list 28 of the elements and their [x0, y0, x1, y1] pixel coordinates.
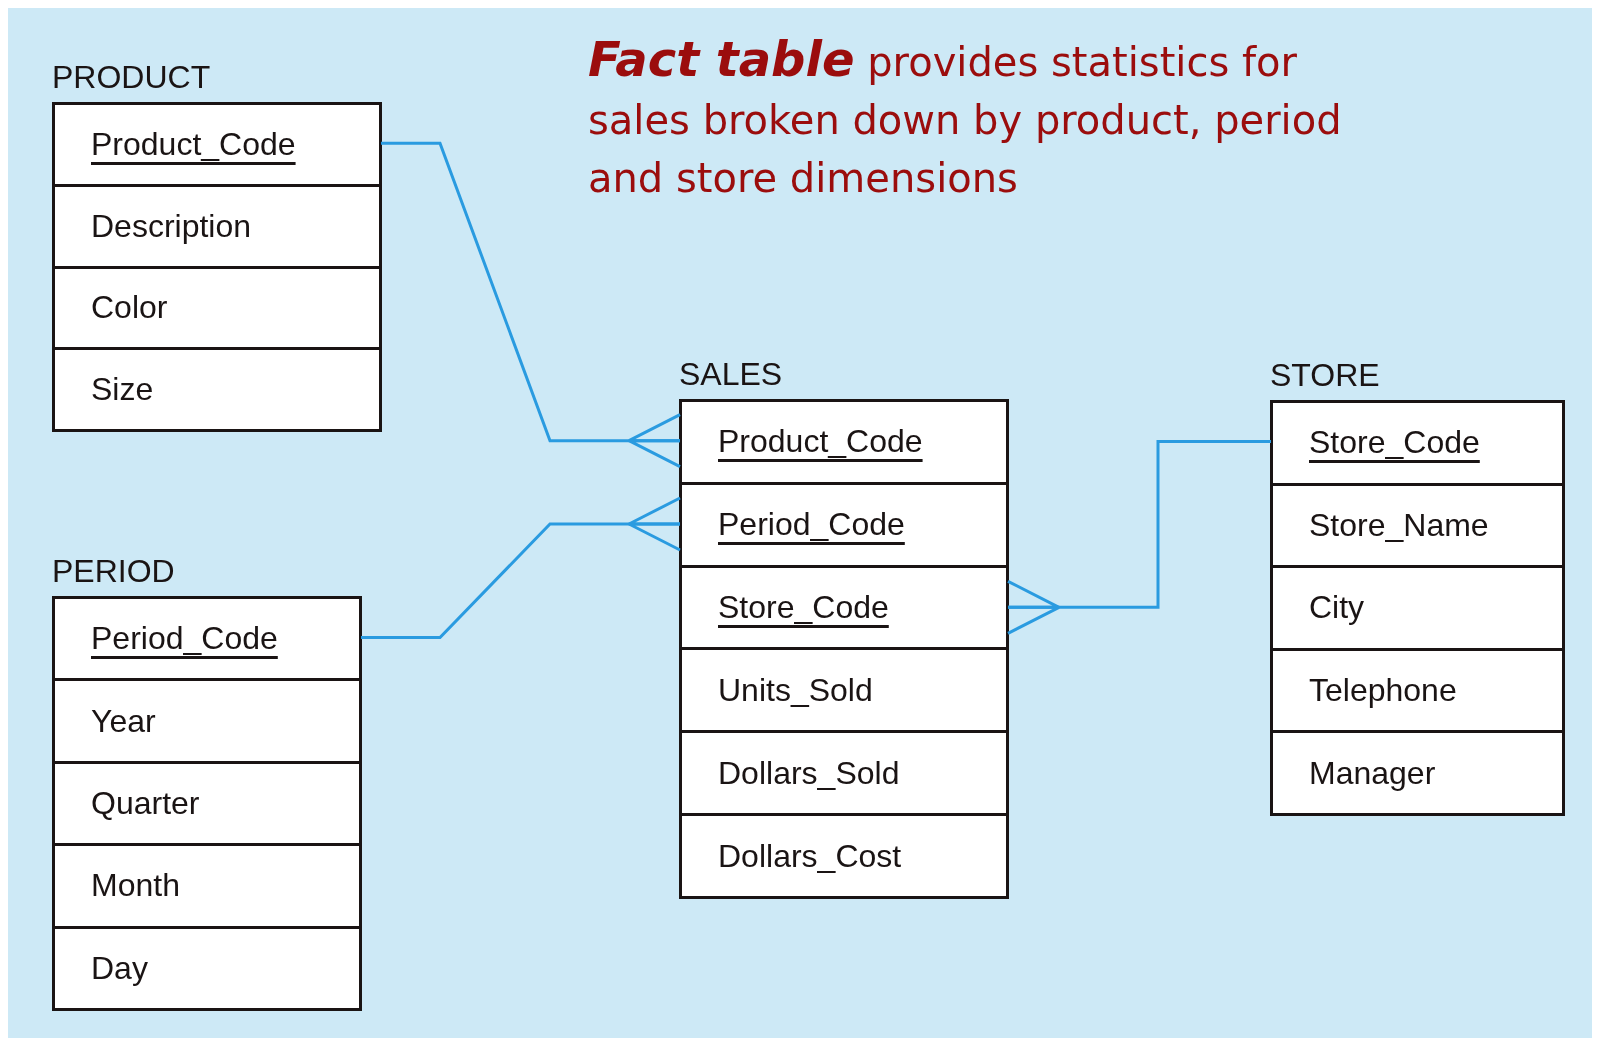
attribute: Store_Name [1309, 506, 1489, 544]
key-attribute: Period_Code [91, 620, 278, 658]
relationship-line [361, 496, 682, 639]
relationship-line [1006, 440, 1271, 635]
attribute: Color [91, 289, 168, 327]
key-attribute: Product_Code [718, 423, 923, 461]
attribute: Quarter [91, 785, 200, 822]
relationship-line [381, 141, 682, 469]
table-name: PRODUCT [52, 59, 211, 96]
key-attribute: Product_Code [91, 125, 296, 163]
key-attribute: Store_Code [718, 589, 889, 627]
note-text: Fact table provides statistics for sales broken down by product, period and store dimensions [588, 30, 1343, 203]
attribute: Dollars_Cost [718, 837, 902, 875]
attribute: Description [91, 207, 252, 245]
table-name: PERIOD [52, 553, 175, 590]
attribute: Month [91, 867, 180, 905]
attribute: Size [91, 371, 154, 409]
key-attribute: Store_Code [1309, 424, 1480, 462]
attribute: Day [91, 949, 148, 987]
attribute: Dollars_Sold [718, 754, 900, 792]
table-name: SALES [679, 356, 783, 393]
attribute: Manager [1309, 754, 1436, 792]
attribute: Units_Sold [718, 671, 873, 709]
table-name: STORE [1270, 357, 1380, 394]
attribute: Year [91, 702, 156, 740]
attribute: City [1309, 589, 1365, 627]
key-attribute: Period_Code [718, 506, 905, 544]
attribute: Telephone [1309, 672, 1457, 710]
